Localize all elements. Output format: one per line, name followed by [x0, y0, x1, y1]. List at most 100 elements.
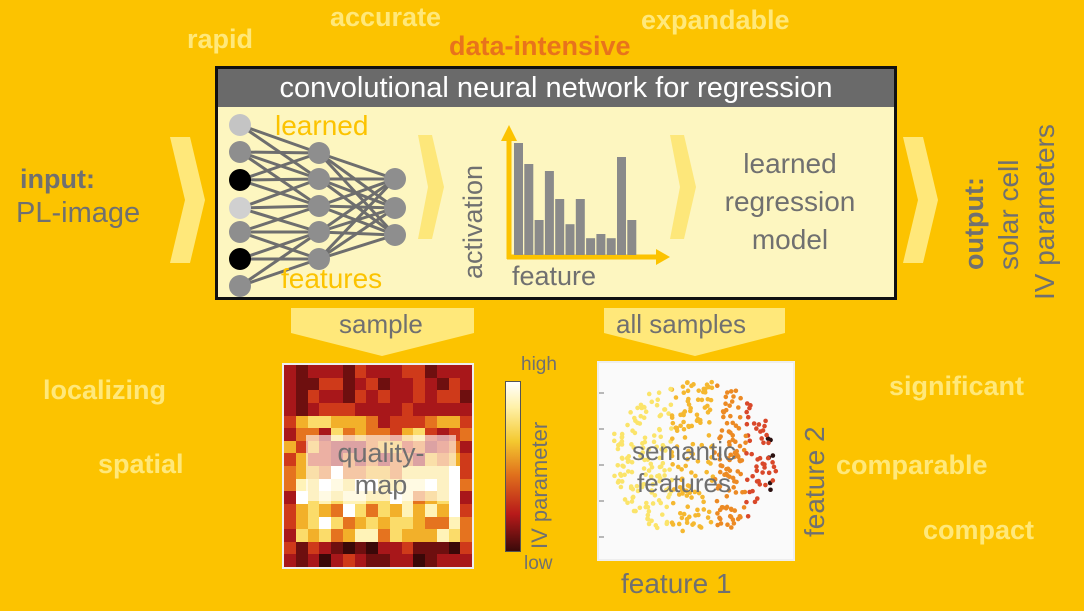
scatter-point — [731, 521, 737, 526]
scatter-point — [625, 422, 630, 428]
scatter-point — [629, 499, 635, 504]
scatter-point — [749, 451, 755, 457]
quality-map-cell — [436, 516, 449, 530]
quality-map-cell — [342, 365, 355, 379]
quality-map-cell — [307, 402, 320, 416]
quality-map-cell — [425, 365, 438, 379]
scatter-point — [706, 384, 712, 390]
scatter-point — [689, 470, 694, 475]
activation-bar — [534, 220, 544, 255]
scatter-point — [682, 435, 688, 440]
feature2-axis-label: feature 2 — [799, 426, 830, 537]
quality-map-cell — [307, 365, 320, 379]
scatter-point — [640, 441, 645, 446]
quality-map-cell — [342, 554, 355, 567]
quality-map-cell — [295, 453, 308, 467]
scatter-point — [764, 432, 769, 438]
scatter-point — [700, 389, 706, 395]
scatter-point — [728, 452, 733, 458]
scatter-point — [728, 389, 734, 394]
regression-model-label: learned regression model — [700, 145, 880, 259]
scatter-point — [667, 467, 672, 472]
scatter-point — [697, 524, 702, 529]
quality-map-cell — [425, 390, 438, 404]
quality-map-cell — [295, 428, 308, 442]
scatter-point — [706, 459, 711, 465]
scatter-point — [741, 447, 747, 453]
scatter-point — [669, 477, 674, 483]
quality-map-cell — [378, 402, 391, 416]
scatter-point — [675, 464, 681, 470]
quality-map-cell — [460, 428, 472, 442]
network-node — [384, 224, 406, 246]
scatter-point — [741, 505, 747, 510]
quality-map-cell — [460, 390, 472, 404]
quality-map-cell — [378, 415, 391, 429]
quality-map-cell — [401, 415, 414, 429]
quality-map-cell — [448, 541, 461, 555]
scatter-point — [686, 448, 691, 454]
activation-bar — [524, 164, 534, 255]
quality-map-cell — [284, 503, 297, 517]
scatter-point — [744, 499, 749, 505]
scatter-point — [684, 520, 690, 526]
scatter-point — [687, 514, 692, 520]
quality-map-cell — [448, 377, 461, 391]
scatter-point — [635, 405, 640, 411]
scatter-point — [688, 408, 693, 414]
quality-map-cell — [460, 440, 472, 454]
input-heading: input: — [20, 164, 95, 194]
scatter-point — [634, 483, 640, 489]
scatter-point — [657, 464, 663, 470]
quality-map-cell — [331, 365, 344, 379]
quality-map-cell — [389, 503, 402, 517]
quality-map-cell — [389, 390, 402, 404]
scatter-point — [638, 413, 644, 419]
network-edges-layer1 — [239, 123, 320, 288]
scatter-point — [670, 500, 676, 506]
scatter-point — [747, 438, 753, 444]
scatter-point — [715, 522, 720, 528]
quality-map-cell — [448, 402, 461, 416]
scatter-point — [699, 397, 705, 403]
quality-map-cell — [378, 390, 391, 404]
scatter-point — [646, 447, 652, 452]
quality-map-cell — [401, 390, 414, 404]
scatter-point — [651, 433, 657, 438]
network-edge — [239, 151, 320, 182]
network-edge — [318, 177, 396, 234]
quality-map-cell — [366, 365, 379, 379]
sample-label: sample — [339, 309, 423, 339]
activation-bar — [514, 143, 523, 255]
keyword-accurate: accurate — [330, 2, 442, 32]
scatter-point — [658, 500, 664, 506]
quality-map-cell — [366, 554, 379, 567]
scatter-point — [706, 433, 712, 438]
activation-bar — [544, 171, 554, 255]
quality-map-cell — [378, 529, 391, 543]
scatter-point — [721, 414, 726, 420]
scatter-point — [654, 402, 660, 408]
scatter-point — [744, 421, 750, 427]
feature-axis-label: feature — [512, 261, 597, 291]
scatter-point — [736, 426, 742, 431]
scatter-point — [704, 469, 709, 475]
scatter-point — [701, 499, 706, 505]
scatter-point — [733, 490, 739, 495]
network-node — [308, 168, 330, 190]
network-node — [308, 195, 330, 217]
scatter-point — [717, 469, 723, 475]
network-edge — [239, 204, 320, 210]
quality-map-cell — [342, 402, 355, 416]
scatter-point — [705, 403, 710, 409]
quality-map-cell — [366, 402, 379, 416]
scatter-point — [710, 444, 715, 449]
scatter-point — [629, 442, 634, 447]
colorbar — [505, 381, 521, 552]
quality-map-cell — [331, 390, 344, 404]
scatter-point — [755, 457, 760, 462]
quality-map-cell — [295, 503, 308, 517]
quality-map-cell — [460, 453, 472, 467]
quality-map-cell — [366, 390, 379, 404]
